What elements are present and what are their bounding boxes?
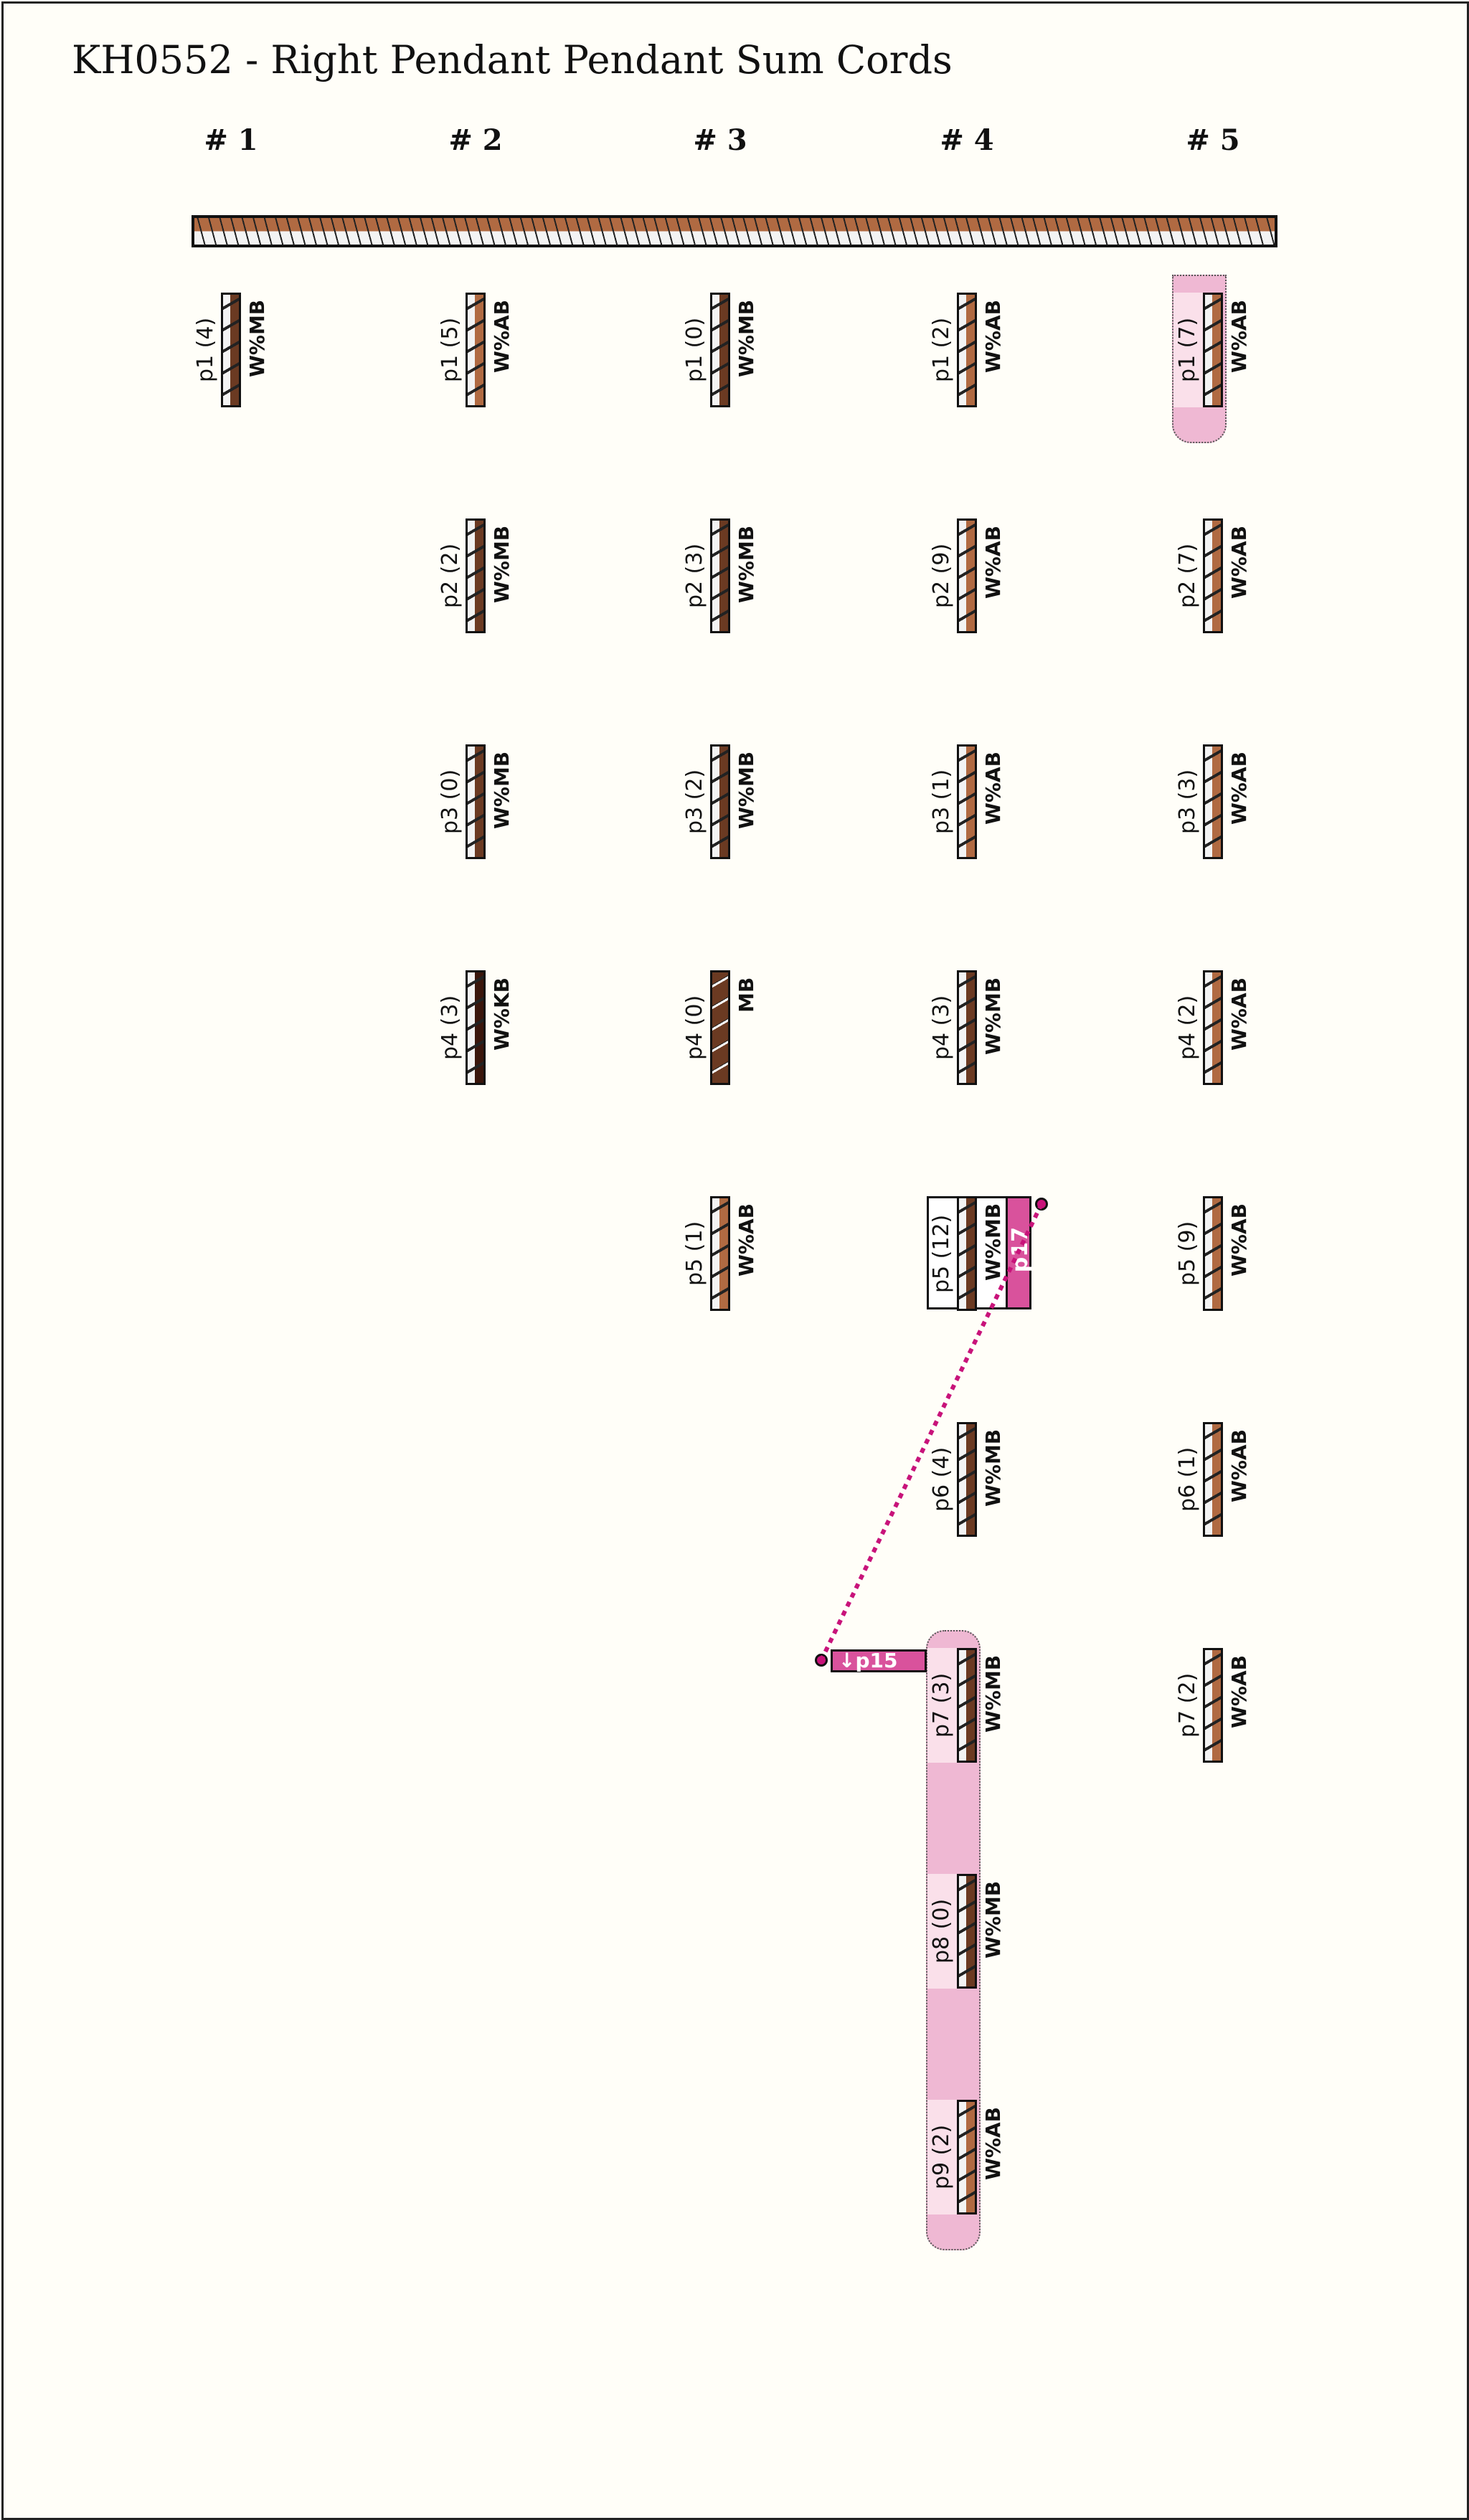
pendant-cord[interactable] <box>1203 1196 1223 1311</box>
column-header: # 4 <box>940 123 994 157</box>
sum-cord-label: p17 <box>1008 1227 1033 1273</box>
pendant-cord[interactable] <box>1203 1422 1223 1537</box>
highlight-band <box>927 2100 958 2215</box>
pendant-label: p7 (2) <box>1175 1672 1200 1738</box>
pendant-cord[interactable] <box>466 744 486 859</box>
pendant-cord[interactable] <box>1203 1648 1223 1763</box>
primary-cord <box>192 215 1277 247</box>
pendant-cord[interactable] <box>957 518 977 633</box>
pendant-label: p1 (0) <box>682 317 707 383</box>
pendant-color-label: W%MB <box>245 300 269 378</box>
pendant-label: p4 (2) <box>1175 995 1200 1061</box>
pendant-label: p4 (3) <box>438 995 463 1061</box>
column-header: # 3 <box>693 123 747 157</box>
pendant-cord[interactable] <box>957 1422 977 1537</box>
pendant-cord[interactable] <box>957 970 977 1085</box>
pendant-color-label: W%MB <box>734 526 758 604</box>
pendant-label: p3 (1) <box>929 769 954 835</box>
pendant-color-label: W%MB <box>981 1429 1005 1507</box>
pendant-label: p2 (3) <box>682 543 707 609</box>
column-header: # 2 <box>448 123 503 157</box>
pendant-color-label: W%AB <box>1227 752 1251 825</box>
pendant-color-label: W%AB <box>1227 1203 1251 1276</box>
pendant-cord[interactable] <box>1203 744 1223 859</box>
pendant-color-label: W%MB <box>490 752 514 830</box>
pendant-cord[interactable] <box>466 518 486 633</box>
pendant-cord[interactable] <box>1203 970 1223 1085</box>
pendant-color-label: W%AB <box>981 526 1005 599</box>
pendant-label: p2 (9) <box>929 543 954 609</box>
pendant-color-label: W%AB <box>1227 1655 1251 1728</box>
pendant-cord[interactable] <box>221 293 241 407</box>
pendant-color-label: W%MB <box>734 752 758 830</box>
pendant-color-label: W%AB <box>1227 526 1251 599</box>
pendant-cord[interactable] <box>957 744 977 859</box>
pendant-color-label: MB <box>734 977 758 1013</box>
pendant-color-label: W%MB <box>981 1203 1005 1282</box>
pendant-label: p3 (2) <box>682 769 707 835</box>
pendant-cord[interactable] <box>710 744 730 859</box>
pendant-label: p4 (0) <box>682 995 707 1061</box>
pendant-label: p5 (1) <box>682 1221 707 1287</box>
pendant-cord[interactable] <box>957 1196 977 1311</box>
pendant-label: p1 (4) <box>193 317 218 383</box>
pendant-color-label: W%KB <box>490 977 514 1051</box>
pendant-color-label: W%AB <box>981 2107 1005 2180</box>
pendant-label: p1 (2) <box>929 317 954 383</box>
pendant-color-label: W%MB <box>981 977 1005 1056</box>
pendant-color-label: W%MB <box>490 526 514 604</box>
pendant-label: p6 (1) <box>1175 1446 1200 1512</box>
column-header: # 5 <box>1186 123 1240 157</box>
pendant-cord[interactable] <box>957 1874 977 1989</box>
pendant-cord[interactable] <box>957 2100 977 2215</box>
pendant-label: p5 (12) <box>929 1214 954 1293</box>
column-header: # 1 <box>204 123 258 157</box>
pendant-label: p2 (7) <box>1175 543 1200 609</box>
pendant-color-label: W%AB <box>1227 1429 1251 1502</box>
pendant-cord[interactable] <box>710 518 730 633</box>
pendant-label: p1 (5) <box>438 317 463 383</box>
sum-link-target[interactable]: ↓p15 <box>831 1649 927 1672</box>
pendant-label: p3 (0) <box>438 769 463 835</box>
pendant-cord[interactable] <box>957 293 977 407</box>
pendant-color-label: W%AB <box>734 1203 758 1276</box>
pendant-cord[interactable] <box>710 970 730 1085</box>
page-title: KH0552 - Right Pendant Pendant Sum Cords <box>72 37 953 82</box>
highlight-band <box>927 1648 958 1763</box>
pendant-cord[interactable] <box>957 1648 977 1763</box>
pendant-color-label: W%AB <box>490 300 514 373</box>
pendant-color-label: W%AB <box>1227 977 1251 1051</box>
pendant-cord[interactable] <box>710 1196 730 1311</box>
pendant-color-label: W%AB <box>1227 300 1251 373</box>
link-endpoint[interactable] <box>815 1654 828 1667</box>
pendant-color-label: W%AB <box>981 752 1005 825</box>
pendant-cord[interactable] <box>1203 518 1223 633</box>
pendant-label: p3 (3) <box>1175 769 1200 835</box>
sum-cord-badge[interactable]: p17 <box>1006 1196 1033 1309</box>
pendant-label: p1 (7) <box>1175 317 1200 383</box>
pendant-cord[interactable] <box>466 293 486 407</box>
highlight-band <box>1173 293 1204 407</box>
pendant-label: p4 (3) <box>929 995 954 1061</box>
pendant-color-label: W%MB <box>981 1655 1005 1733</box>
pendant-label: p7 (3) <box>929 1672 954 1738</box>
pendant-label: p9 (2) <box>929 2124 954 2190</box>
pendant-color-label: W%AB <box>981 300 1005 373</box>
pendant-cord[interactable] <box>466 970 486 1085</box>
pendant-cord[interactable] <box>1203 293 1223 407</box>
highlight-band <box>927 1874 958 1989</box>
pendant-cord[interactable] <box>710 293 730 407</box>
link-endpoint[interactable] <box>1035 1198 1048 1211</box>
pendant-label: p6 (4) <box>929 1446 954 1512</box>
pendant-label: p5 (9) <box>1175 1221 1200 1287</box>
pendant-color-label: W%MB <box>981 1881 1005 1959</box>
pendant-color-label: W%MB <box>734 300 758 378</box>
pendant-label: p8 (0) <box>929 1898 954 1964</box>
pendant-label: p2 (2) <box>438 543 463 609</box>
